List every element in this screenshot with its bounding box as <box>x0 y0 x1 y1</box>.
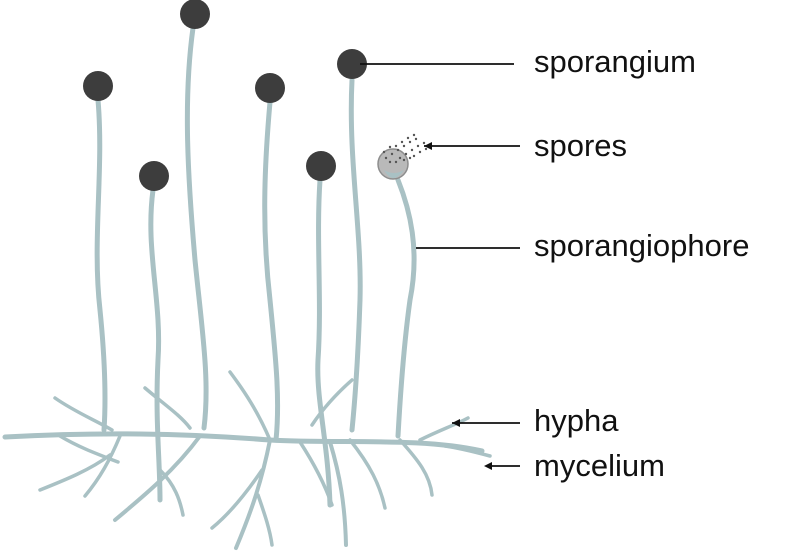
spore-dot <box>422 141 426 145</box>
arrowheads <box>424 142 492 470</box>
hypha-arrowhead <box>452 419 460 427</box>
hypha-branch <box>256 493 274 547</box>
open-sporangium <box>377 148 409 180</box>
spore-dot <box>404 152 408 156</box>
sporangium-label: sporangium <box>534 44 696 79</box>
hypha-branch <box>398 438 434 497</box>
spore-dot <box>400 140 404 144</box>
sporangiophore-label: sporangiophore <box>534 228 750 263</box>
hypha-branch <box>328 440 348 547</box>
hypha-branch <box>143 386 192 430</box>
spore-dot <box>382 150 386 154</box>
hypha-branch <box>234 438 272 550</box>
spores-label: spores <box>534 128 628 163</box>
sporangium-head <box>306 151 336 181</box>
spores <box>382 133 428 164</box>
hypha-branch <box>58 434 120 464</box>
spore-dot <box>412 154 416 158</box>
spore-dot <box>394 144 398 148</box>
spore-dot <box>412 133 416 137</box>
spore-dot <box>408 156 412 160</box>
sporangium-head <box>83 71 113 101</box>
spore-dot <box>402 158 406 162</box>
spore-dot <box>424 147 428 151</box>
hypha-branch <box>348 438 387 510</box>
sporangiophores <box>94 25 417 508</box>
main-hypha <box>2 431 485 454</box>
columella <box>384 170 404 178</box>
spore-dot <box>396 148 400 152</box>
sporangia <box>83 0 367 191</box>
sporangium-head <box>139 161 169 191</box>
sporangiophore-stalk <box>395 177 417 439</box>
spore-dot <box>410 148 414 152</box>
sporangiophore-stalk <box>184 25 209 431</box>
leaders <box>360 63 520 467</box>
sporangium-head <box>180 0 210 29</box>
sporangium-head <box>337 49 367 79</box>
hypha-branch <box>310 378 354 427</box>
spore-dot <box>390 152 394 156</box>
spore-dot <box>388 145 392 149</box>
hypha-branch <box>83 434 122 498</box>
spore-dot <box>408 140 412 144</box>
spore-dot <box>414 137 418 141</box>
sporangiophore-stalk <box>348 77 363 433</box>
hypha-branch <box>210 468 264 530</box>
spore-dot <box>398 156 402 160</box>
hypha-branch <box>38 453 112 492</box>
sporangiophore-stalk <box>262 99 281 443</box>
mycelium-arrowhead <box>484 462 492 470</box>
mycelium-label: mycelium <box>534 448 665 483</box>
hypha-branch <box>158 468 185 517</box>
hypha-label: hypha <box>534 403 619 438</box>
spore-dot <box>406 136 410 140</box>
hypha-branch <box>53 396 114 432</box>
spore-dot <box>388 160 392 164</box>
mycelium <box>2 370 492 550</box>
spore-dot <box>402 144 406 148</box>
spore-dot <box>418 150 422 154</box>
spores-arrowhead <box>424 142 432 150</box>
sporangium-head <box>255 73 285 103</box>
spore-dot <box>416 144 420 148</box>
hypha-branch <box>443 444 492 458</box>
sporangiophore-stalk <box>315 177 333 508</box>
spore-dot <box>384 156 388 160</box>
spore-dot <box>394 160 398 164</box>
sporangiophore-stalk <box>94 97 108 433</box>
hypha-branch <box>228 370 272 442</box>
hypha-branch <box>418 416 470 442</box>
sporangiophore-stalk <box>148 187 163 503</box>
